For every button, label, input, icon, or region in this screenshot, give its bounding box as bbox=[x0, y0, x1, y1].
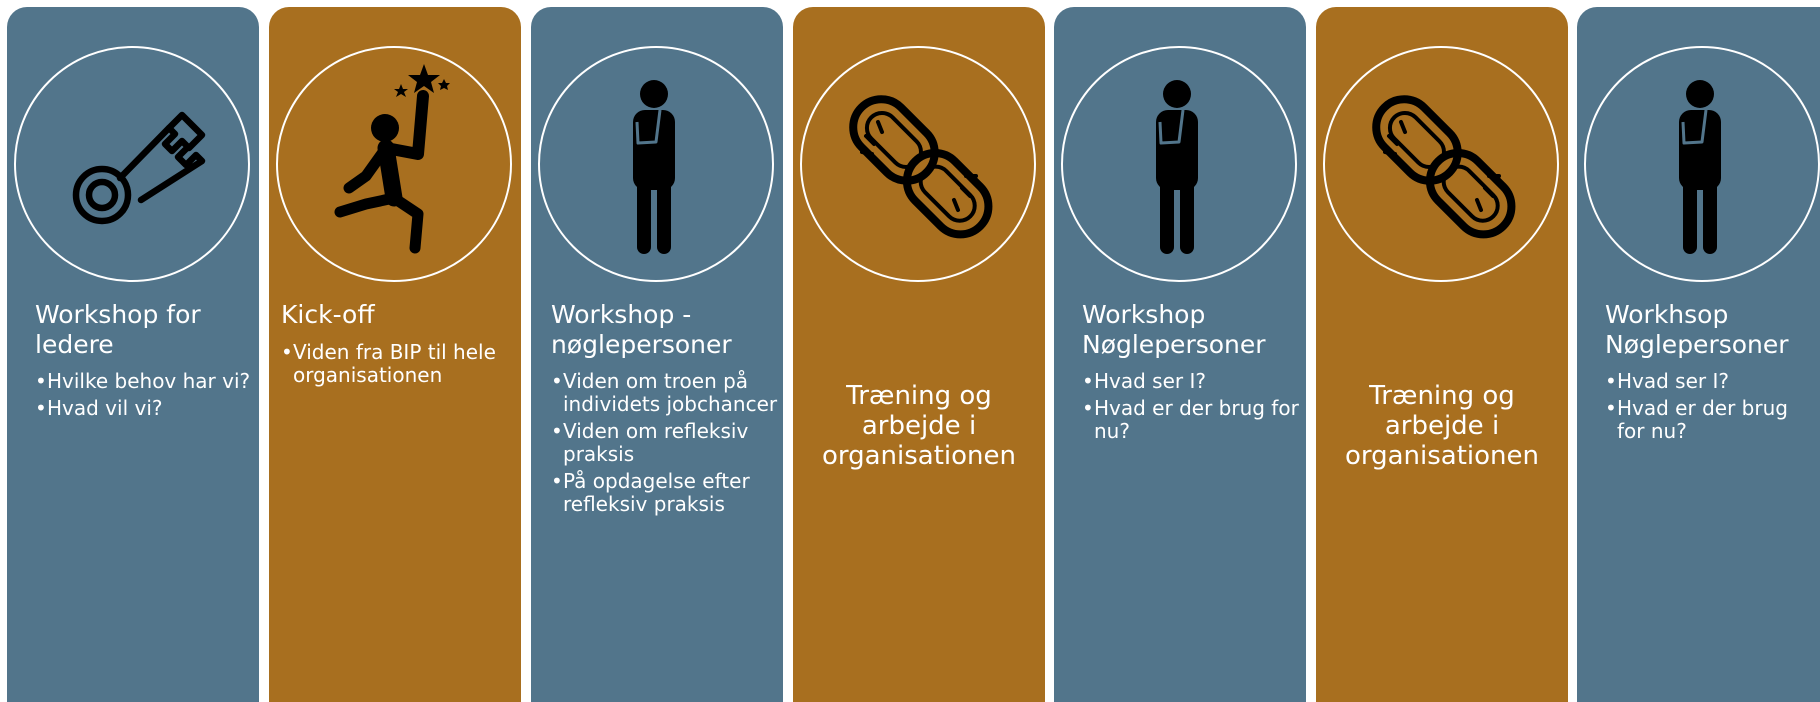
step-workshop-noeglepersoner-2: Workshop Nøglepersoner Hvad ser I? Hvad … bbox=[1054, 7, 1306, 702]
icon-circle bbox=[1584, 46, 1820, 282]
bullet-item: Hvad vil vi? bbox=[35, 397, 259, 421]
bullet-item: Viden fra BIP til hele organisationen bbox=[281, 341, 517, 387]
thinking-person-icon bbox=[633, 80, 675, 254]
step-title: Workshop Nøglepersoner bbox=[1082, 300, 1266, 359]
step-center-text: Træning og arbejde i organisationen bbox=[821, 381, 1017, 471]
icon-circle bbox=[276, 46, 512, 282]
icon-circle bbox=[538, 46, 774, 282]
reaching-star-icon bbox=[334, 64, 450, 254]
icon-circle bbox=[1061, 46, 1297, 282]
key-icon bbox=[72, 111, 206, 225]
step-workshop-ledere: Workshop for ledere Hvilke behov har vi?… bbox=[7, 7, 259, 702]
step-workshop-noeglepersoner: Workshop - nøglepersoner Viden om troen … bbox=[531, 7, 783, 702]
bullet-list: Viden fra BIP til hele organisationen bbox=[281, 341, 517, 391]
bullet-item: Viden om refleksiv praksis bbox=[551, 420, 781, 466]
broken-chain-icon bbox=[1372, 95, 1516, 239]
bullet-item: På opdagelse efter refleksiv praksis bbox=[551, 470, 781, 516]
step-traening: Træning og arbejde i organisationen bbox=[793, 7, 1045, 702]
icon-circle bbox=[14, 46, 250, 282]
thinking-person-icon bbox=[1156, 80, 1198, 254]
bullet-list: Hvad ser I? Hvad er der brug for nu? bbox=[1605, 370, 1817, 447]
step-center-text: Træning og arbejde i organisationen bbox=[1344, 381, 1540, 471]
thinking-person-icon bbox=[1679, 80, 1721, 254]
step-title: Workshop - nøglepersoner bbox=[551, 300, 732, 359]
step-title: Workhsop Nøglepersoner bbox=[1605, 300, 1789, 359]
broken-chain-icon bbox=[849, 95, 993, 239]
bullet-list: Viden om troen på individets jobchancer … bbox=[551, 370, 781, 520]
icon-circle bbox=[1323, 46, 1559, 282]
bullet-item: Hvad ser I? bbox=[1605, 370, 1817, 394]
step-kick-off: Kick-off Viden fra BIP til hele organisa… bbox=[269, 7, 521, 702]
bullet-item: Viden om troen på individets jobchancer bbox=[551, 370, 781, 416]
step-title: Workshop for ledere bbox=[35, 300, 201, 359]
bullet-list: Hvilke behov har vi? Hvad vil vi? bbox=[35, 370, 259, 424]
bullet-list: Hvad ser I? Hvad er der brug for nu? bbox=[1082, 370, 1306, 447]
step-traening-2: Træning og arbejde i organisationen bbox=[1316, 7, 1568, 702]
step-title: Kick-off bbox=[281, 300, 375, 329]
bullet-item: Hvad er der brug for nu? bbox=[1082, 397, 1306, 443]
bullet-item: Hvad er der brug for nu? bbox=[1605, 397, 1817, 443]
step-workhsop-noeglepersoner: Workhsop Nøglepersoner Hvad ser I? Hvad … bbox=[1577, 7, 1820, 702]
icon-circle bbox=[800, 46, 1036, 282]
bullet-item: Hvad ser I? bbox=[1082, 370, 1306, 394]
bullet-item: Hvilke behov har vi? bbox=[35, 370, 259, 394]
